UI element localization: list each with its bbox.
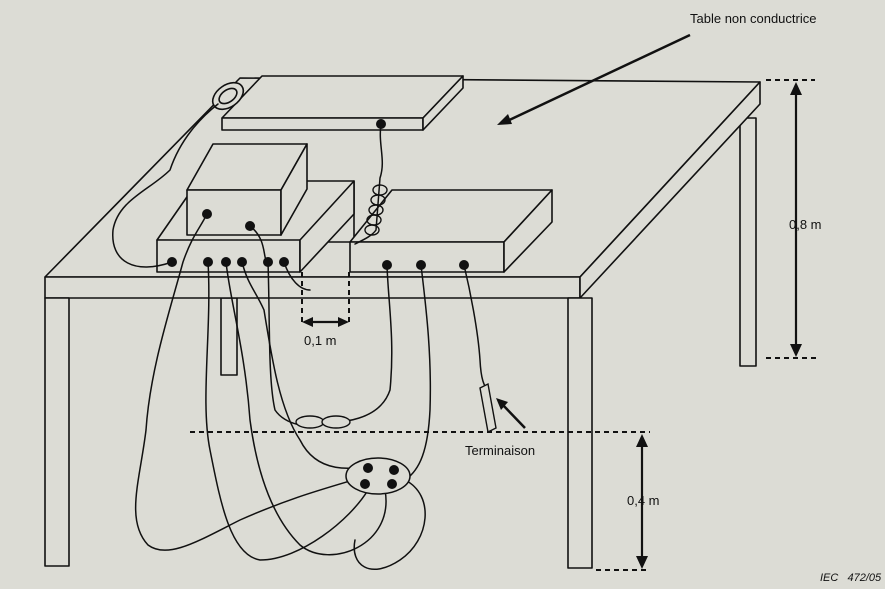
cable-bundle-c (225, 261, 387, 556)
table-label: Table non conductrice (690, 11, 816, 26)
height-table-label: 0,8 m (789, 217, 822, 232)
termination-device (479, 382, 497, 434)
reference-label: IEC 472/05 (820, 572, 882, 584)
termination-label: Terminaison (465, 443, 535, 458)
arrowheads (302, 82, 802, 569)
table-front-edge (44, 276, 581, 299)
termination-pointer-arrow (501, 403, 526, 429)
table-leg-back-right (739, 117, 757, 367)
cable-mouse (112, 103, 219, 268)
cable-coil (354, 123, 384, 245)
connectors (167, 119, 469, 270)
table-side-edge (579, 81, 761, 299)
table-pointer-arrow (504, 33, 691, 124)
dimensions (190, 33, 820, 571)
top-flat-unit (221, 75, 464, 119)
cable-coil-windings (364, 184, 388, 236)
table-leg-front-left (44, 297, 70, 567)
equipment (156, 75, 553, 273)
height-cable-label: 0,4 m (627, 493, 660, 508)
cable-loop-ovals (295, 415, 351, 429)
cable-to-termination (463, 264, 489, 393)
cable-bundle-b (205, 261, 369, 561)
spacing-label: 0,1 m (304, 333, 337, 348)
cable-to-bundle-right (353, 264, 432, 570)
bundle-connector (345, 457, 411, 495)
cable-bundle-a (134, 213, 361, 551)
